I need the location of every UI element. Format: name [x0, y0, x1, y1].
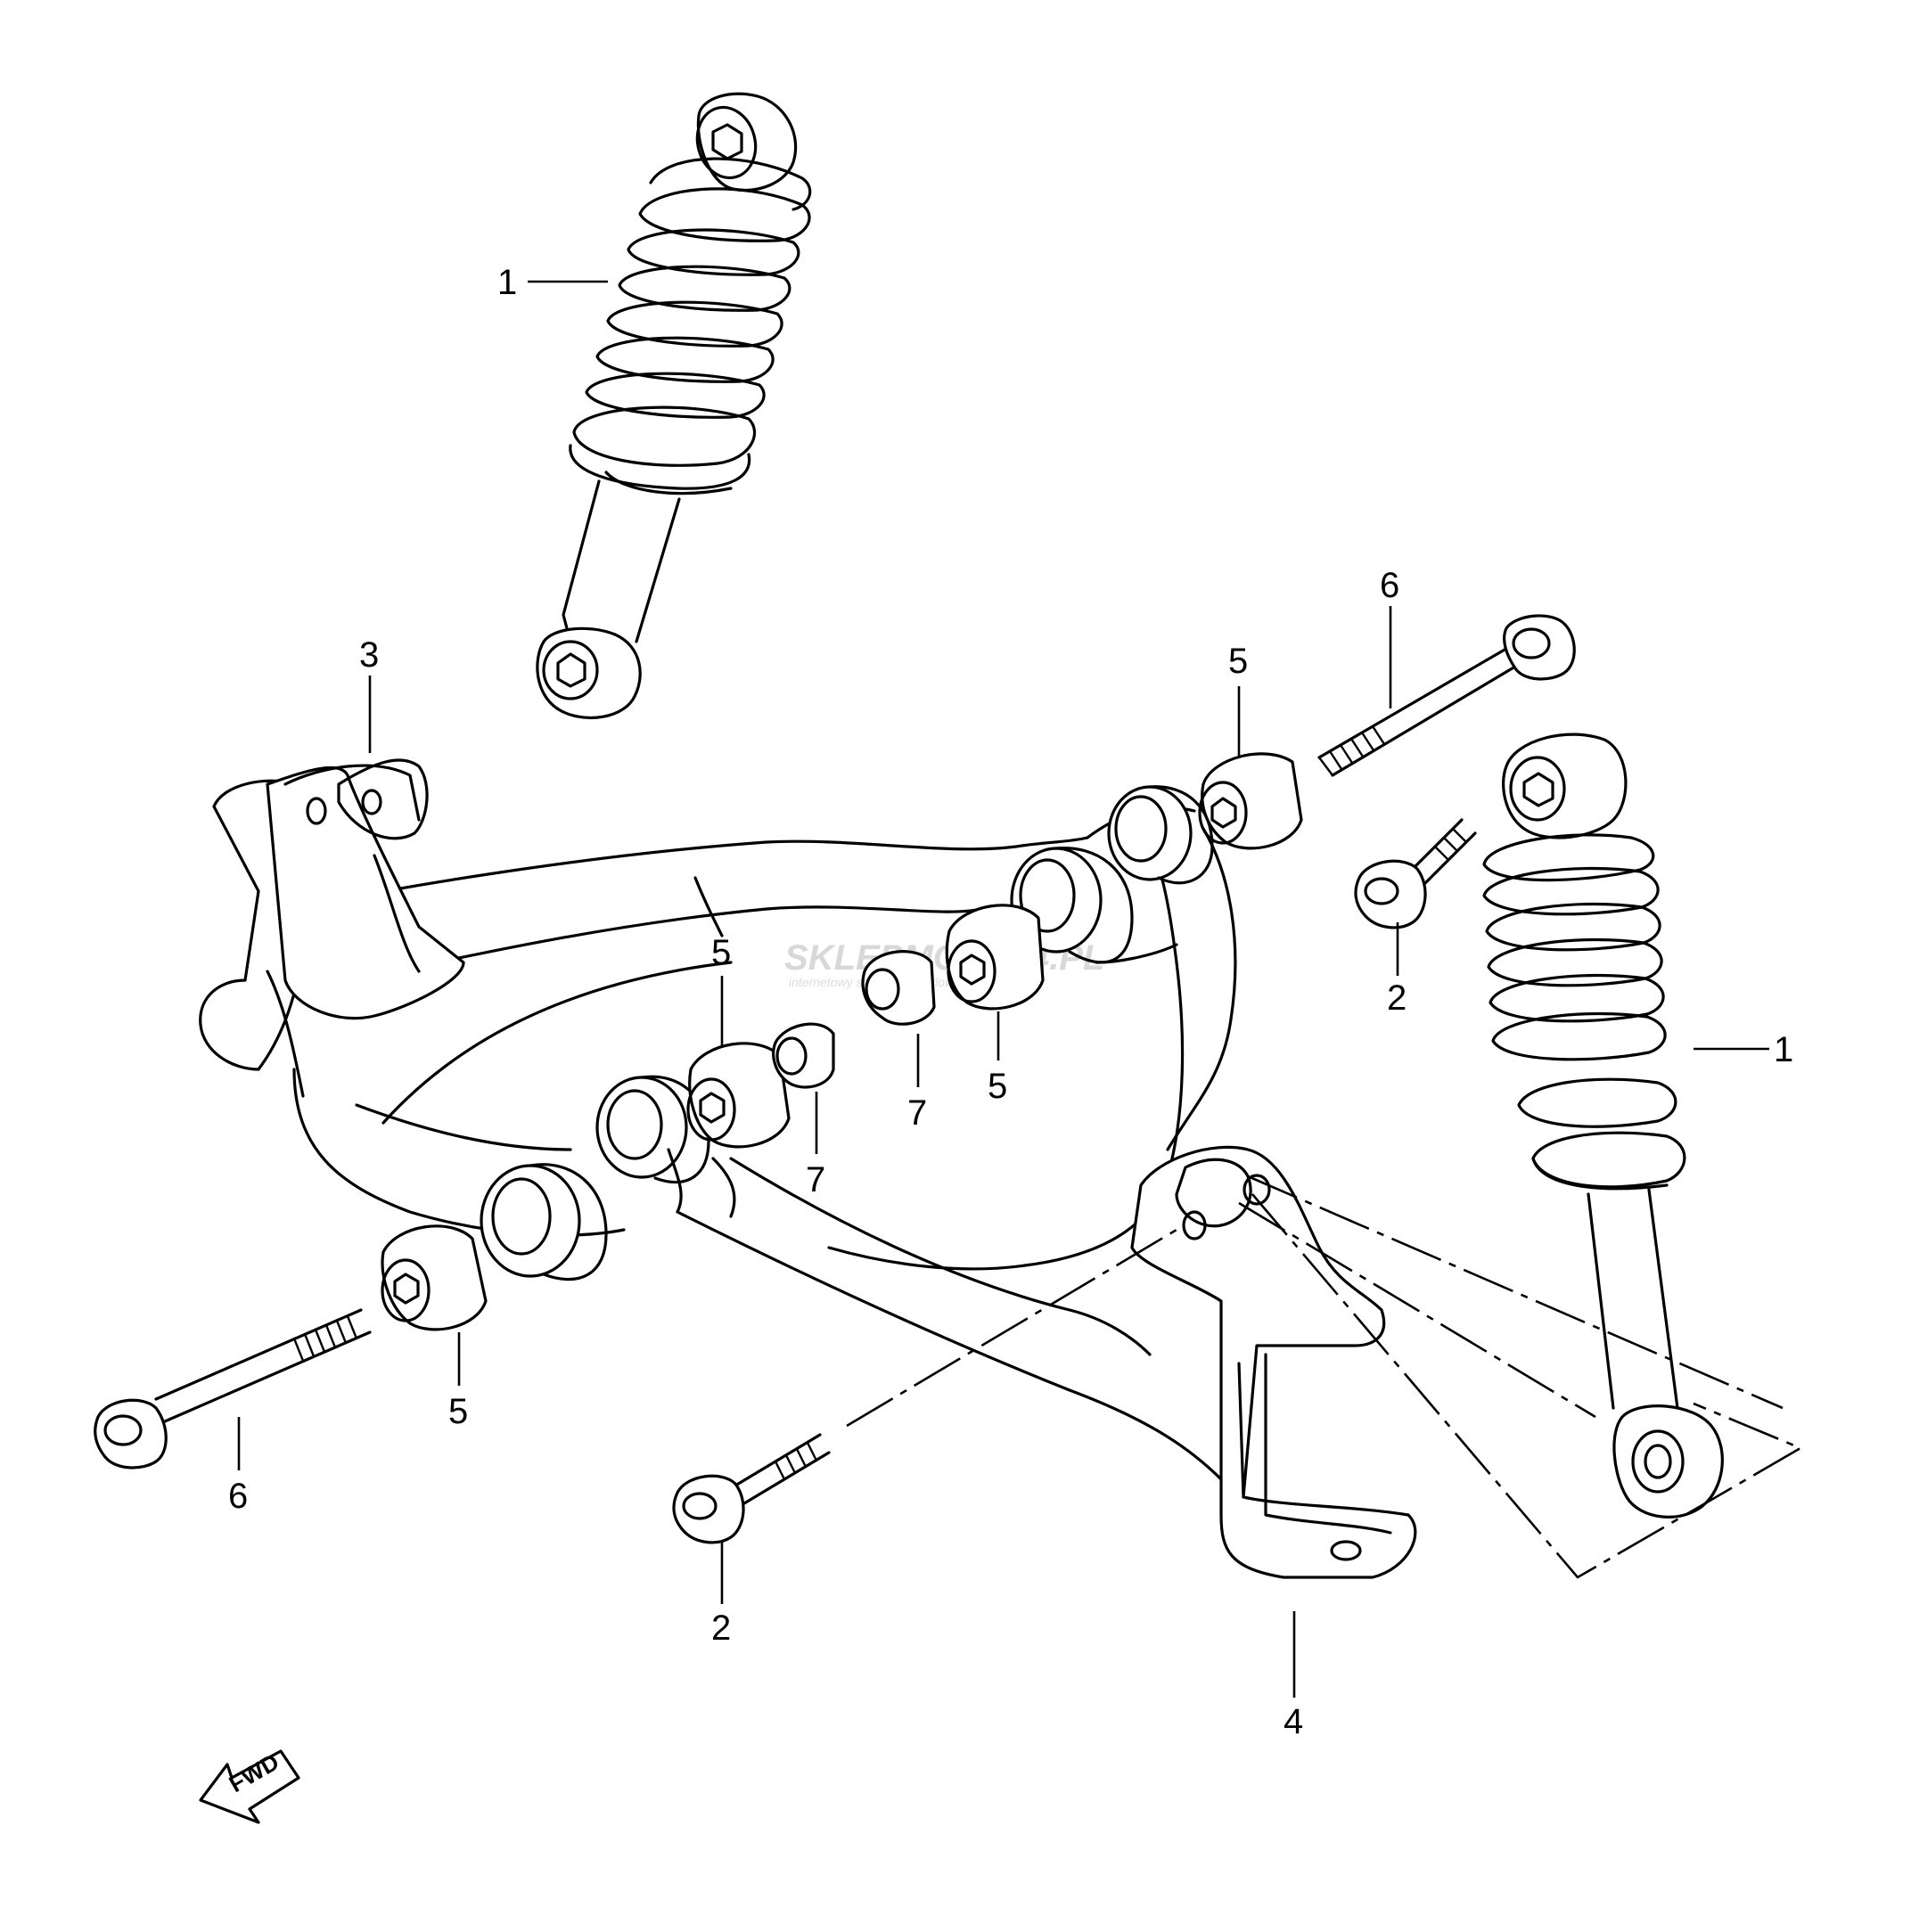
shock-absorber-right: [1482, 733, 1724, 1519]
washer-7-right: [861, 950, 936, 1026]
bush-5-mid-lower: [686, 1042, 791, 1149]
callout-bolt-6-lower: 6: [228, 1417, 248, 1516]
callout-number: 2: [711, 1609, 731, 1648]
callout-number: 1: [497, 263, 517, 302]
callout-bush-5-mid-upper: 5: [988, 1011, 1007, 1106]
callout-number: 6: [228, 1477, 248, 1516]
bush-5-upper-right: [1198, 752, 1303, 850]
callout-bolt-6-upper: 6: [1380, 566, 1399, 708]
callout-bolt-2-lower: 2: [711, 1542, 731, 1648]
callout-bush-5-lower-left: 5: [448, 1332, 468, 1431]
callout-number: 2: [1387, 978, 1407, 1018]
callout-bolt-2-upper: 2: [1387, 922, 1407, 1018]
assembly-lines: [846, 1175, 1803, 1579]
callout-number: 3: [359, 635, 379, 675]
bolt-2-lower: [672, 1433, 831, 1544]
bracket-3: [266, 758, 465, 1020]
callout-bracket-4: 4: [1284, 1611, 1303, 1741]
callout-bracket-3: 3: [359, 635, 379, 753]
bracket-4: [1130, 1145, 1417, 1579]
callout-washer-7-right: 7: [907, 1034, 927, 1133]
shock-absorber-upper: [536, 92, 812, 719]
bolt-6-lower: [94, 1308, 372, 1469]
callout-bush-5-mid-lower: 5: [711, 933, 731, 1047]
bush-5-mid-upper: [945, 904, 1045, 1011]
washer-7-left: [772, 1022, 835, 1089]
callout-number: 1: [1774, 1030, 1793, 1069]
bolt-2-upper: [1354, 818, 1477, 929]
fwd-arrow-icon: FWD: [199, 1748, 300, 1824]
callout-number: 5: [988, 1067, 1007, 1106]
callout-number: 6: [1380, 566, 1399, 605]
bush-5-lower-left: [381, 1224, 488, 1331]
callout-washer-7-left: 7: [806, 1092, 825, 1199]
callout-number: 4: [1284, 1702, 1303, 1741]
callout-number: 5: [448, 1392, 468, 1431]
callout-number: 5: [1228, 642, 1248, 681]
bolt-6-upper: [1317, 614, 1576, 777]
callout-number: 5: [711, 933, 731, 972]
callout-number: 7: [907, 1093, 927, 1133]
callout-shock-right: 1: [1694, 1030, 1793, 1069]
callout-shock-top-left: 1: [497, 263, 608, 302]
callout-number: 7: [806, 1160, 825, 1199]
callout-bush-5-upper-right: 5: [1228, 642, 1248, 757]
